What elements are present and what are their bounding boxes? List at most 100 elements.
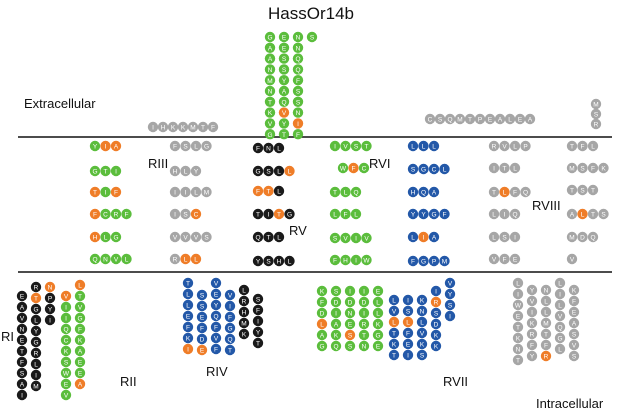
tm-VI-residue-letter: V xyxy=(364,236,369,243)
intracellular-RII-bead xyxy=(74,290,86,302)
tm-VI-bead xyxy=(329,232,341,244)
extracellular-loop-center-bead xyxy=(278,31,290,43)
intracellular-RI-bead xyxy=(30,292,42,304)
intracellular-right-residue-letter: W xyxy=(515,303,522,310)
intracellular-RIV-bead xyxy=(210,299,222,311)
tm-III-right-residue-letter: G xyxy=(204,144,209,151)
intracellular-RII-bead xyxy=(74,378,86,390)
tm-VIII-right-residue-letter: F xyxy=(591,166,595,173)
tm-VIII-left-bead xyxy=(499,208,510,220)
tm-VII-residue-letter: Y xyxy=(421,212,426,219)
extracellular-loop-center-residue-letter: I xyxy=(297,121,299,128)
tm-VII-residue-letter: F xyxy=(411,259,415,266)
tm-VI-bead xyxy=(358,162,370,174)
intracellular-RVII-bead xyxy=(344,307,356,319)
tm-VII-bead xyxy=(439,208,450,220)
intracellular-right-residue-letter: L xyxy=(558,303,562,310)
tm-V-bead xyxy=(263,165,274,177)
intracellular-RIV-residue-letter: V xyxy=(228,293,233,300)
extracellular-loop-center-bead xyxy=(264,129,276,140)
intracellular-RVII-residue-letter: I xyxy=(349,289,351,296)
tm-VII-bead xyxy=(407,140,419,152)
tm-III-right-residue-letter: L xyxy=(194,190,198,197)
tm-VI-residue-letter: I xyxy=(355,236,357,243)
tm-III-left-bead xyxy=(121,253,132,265)
intracellular-RVII-bead xyxy=(330,329,342,341)
tm-VI-residue-letter: T xyxy=(365,144,369,151)
intracellular-RVII-residue-letter: N xyxy=(348,311,353,318)
tm-III-right-bead xyxy=(190,165,202,177)
intracellular-RVII-bead xyxy=(372,318,384,330)
intracellular-RVII-blue-bead xyxy=(444,277,456,289)
tm-VI-residue-letter: W xyxy=(363,258,370,265)
intracellular-RVII-bead xyxy=(358,285,370,297)
intracellular-right-bead xyxy=(568,306,580,318)
intracellular-RVII-residue-letter: G xyxy=(319,344,324,351)
tm-VII-bead xyxy=(428,231,440,243)
intracellular-RVII-blue-bead xyxy=(444,288,456,300)
intracellular-RIV-bead xyxy=(210,310,222,322)
tm-V-bead xyxy=(252,231,264,243)
tm-V-residue-letter: Y xyxy=(256,259,261,266)
intracellular-RII-bead xyxy=(74,334,86,346)
intracellular-right-bead xyxy=(526,295,538,307)
tm-V-residue-letter: G xyxy=(255,169,260,176)
intracellular-label: Intracellular xyxy=(536,396,604,411)
extracellular-loop-center-residue-letter: A xyxy=(268,56,273,63)
intracellular-RVII-bead xyxy=(372,285,384,297)
extracellular-loop-center-bead xyxy=(292,118,304,129)
tm-VI-bead xyxy=(340,186,351,198)
tm-III-left-bead xyxy=(110,253,122,265)
extracellular-loop-center-bead xyxy=(292,42,304,53)
tm-VI-bead xyxy=(329,186,341,198)
intracellular-RIV-bead xyxy=(224,344,236,356)
extracellular-loop-right-residue-letter: S xyxy=(438,117,443,124)
tm-VIII-right-bead xyxy=(577,162,588,174)
tm-VII-bead xyxy=(407,163,419,175)
tm-VIII-left-residue-letter: R xyxy=(492,144,497,151)
tm-VII-residue-letter: G xyxy=(421,167,426,174)
tm-VII-residue-letter: F xyxy=(443,212,447,219)
extracellular-loop-center-residue-letter: E xyxy=(282,35,287,42)
intracellular-RVII-blue-residue-letter: L xyxy=(392,320,396,327)
tm-VIII-right-residue-letter: S xyxy=(580,188,585,195)
intracellular-right-bead xyxy=(568,284,580,296)
intracellular-RI-bead xyxy=(16,389,28,401)
extracellular-loop-center-bead xyxy=(292,85,304,97)
intracellular-RII-bead xyxy=(60,290,72,302)
tm-VIII-left-bead xyxy=(499,162,510,174)
intracellular-right-residue-letter: L xyxy=(558,347,562,354)
extracellular-loop-center-bead xyxy=(292,96,304,108)
intracellular-RII-residue-letter: K xyxy=(78,338,83,345)
region-label-RI: RI xyxy=(1,329,14,344)
intracellular-RII-residue-letter: W xyxy=(63,371,70,378)
intracellular-RVII-blue-bead xyxy=(388,349,400,361)
tm-III-left-residue-letter: R xyxy=(114,212,119,219)
tm-III-left-bead xyxy=(110,231,122,243)
intracellular-right-residue-letter: S xyxy=(572,332,577,339)
intracellular-RVII-blue-residue-letter: S xyxy=(434,311,439,318)
intracellular-RI-residue-letter: E xyxy=(20,294,25,301)
extracellular-loop-center-residue-letter: A xyxy=(282,89,287,96)
extracellular-loop-right-residue-letter: A xyxy=(498,117,503,124)
intracellular-RVII-bead xyxy=(316,340,328,352)
intracellular-RIV-residue-letter: G xyxy=(227,326,232,333)
intracellular-RII-residue-letter: S xyxy=(64,360,69,367)
extracellular-loop-center-bead xyxy=(292,31,304,43)
intracellular-RIV-residue-letter: F xyxy=(228,315,232,322)
intracellular-RII-bead xyxy=(74,312,86,324)
intracellular-RII-residue-letter: A xyxy=(78,349,83,356)
tm-V-bead xyxy=(252,165,264,177)
intracellular-right-bead xyxy=(540,295,552,307)
tm-VII-bead xyxy=(407,208,419,220)
tm-VIII-right-residue-letter: M xyxy=(569,166,574,173)
tm-III-left-bead xyxy=(100,186,111,198)
intracellular-RVII-residue-letter: S xyxy=(334,289,339,296)
intracellular-RIV-black-residue-letter: M xyxy=(241,321,246,328)
intracellular-RI-residue-letter: M xyxy=(33,384,38,391)
extracellular-loop-right-residue-letter: P xyxy=(478,117,482,124)
tm-III-left-residue-letter: Y xyxy=(93,144,98,151)
intracellular-RIV-residue-letter: F xyxy=(214,347,218,354)
tm-III-left-bead xyxy=(89,208,101,220)
extracellular-loop-center-residue-letter: N xyxy=(296,110,301,117)
